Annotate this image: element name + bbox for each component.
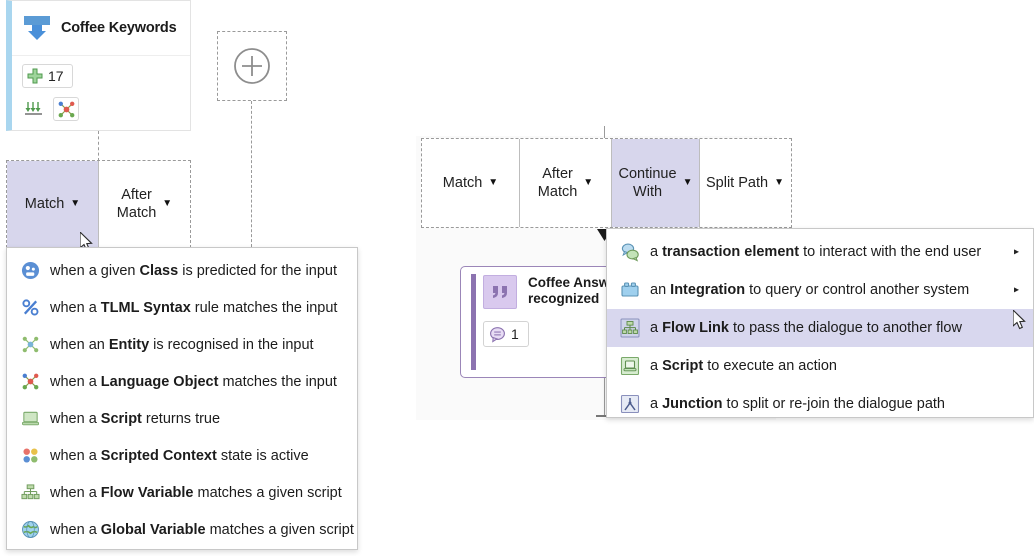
script-icon bbox=[20, 409, 40, 429]
menu-item-text: when a Scripted Context state is active bbox=[50, 447, 309, 464]
language-object-icon[interactable] bbox=[53, 97, 79, 121]
sort-descending-icon[interactable] bbox=[22, 98, 46, 120]
tab-split-path[interactable]: Split Path ▼ bbox=[699, 139, 790, 227]
junction-icon bbox=[620, 394, 640, 414]
speech-bubble-icon bbox=[489, 326, 506, 343]
tab-after-match-right[interactable]: After Match ▼ bbox=[519, 139, 611, 227]
menu-item-integration[interactable]: an Integration to query or control anoth… bbox=[607, 271, 1033, 309]
menu-item-flow-link[interactable]: a Flow Link to pass the dialogue to anot… bbox=[607, 309, 1033, 347]
menu-item-flow-variable[interactable]: when a Flow Variable matches a given scr… bbox=[7, 474, 357, 511]
chevron-down-icon: ▼ bbox=[682, 177, 693, 188]
tab-continue-with[interactable]: Continue With ▼ bbox=[611, 139, 699, 227]
entity-icon bbox=[20, 335, 40, 355]
add-node-button[interactable] bbox=[217, 31, 287, 101]
menu-item-text: a transaction element to interact with t… bbox=[650, 244, 982, 260]
intent-funnel-icon bbox=[22, 14, 52, 42]
chevron-down-icon: ▼ bbox=[488, 177, 499, 188]
menu-item-tlml-syntax[interactable]: when a TLML Syntax rule matches the inpu… bbox=[7, 289, 357, 326]
menu-item-entity[interactable]: when an Entity is recognised in the inpu… bbox=[7, 326, 357, 363]
script-box-icon bbox=[620, 356, 640, 376]
tab-label: Continue With bbox=[618, 165, 677, 200]
menu-item-text: a Junction to split or re-join the dialo… bbox=[650, 396, 945, 412]
chevron-down-icon: ▼ bbox=[162, 198, 173, 209]
left-tab-strip: Match ▼ After Match ▼ bbox=[6, 160, 191, 248]
menu-item-text: when a given Class is predicted for the … bbox=[50, 262, 337, 279]
keyword-count: 17 bbox=[48, 68, 64, 84]
match-condition-menu[interactable]: when a given Class is predicted for the … bbox=[6, 247, 358, 550]
menu-item-text: when a Language Object matches the input bbox=[50, 373, 337, 390]
quote-icon bbox=[483, 275, 517, 309]
tab-match-right[interactable]: Match ▼ bbox=[422, 139, 519, 227]
menu-item-text: when a Script returns true bbox=[50, 410, 221, 427]
tab-label: Match bbox=[24, 195, 65, 212]
connector-addbox-down bbox=[251, 101, 252, 247]
chevron-down-icon: ▼ bbox=[70, 198, 81, 209]
menu-item-transaction-element[interactable]: a transaction element to interact with t… bbox=[607, 233, 1033, 271]
tlml-percent-icon bbox=[20, 298, 40, 318]
chevron-down-icon: ▼ bbox=[583, 177, 594, 188]
connector-end-cap bbox=[596, 415, 613, 417]
flow-node-coffee-keywords[interactable]: Coffee Keywords 17 bbox=[6, 0, 191, 131]
menu-item-text: when a Flow Variable matches a given scr… bbox=[50, 484, 342, 501]
flow-link-icon bbox=[620, 318, 640, 338]
tab-label: After Match bbox=[537, 165, 578, 200]
submenu-arrow-icon: ▸ bbox=[1013, 246, 1019, 258]
chevron-down-icon: ▼ bbox=[774, 177, 784, 188]
node-title: Coffee Keywords bbox=[61, 20, 177, 36]
green-plus-icon bbox=[26, 67, 44, 85]
menu-item-text: when an Entity is recognised in the inpu… bbox=[50, 336, 314, 353]
card-message-count-chip[interactable]: 1 bbox=[483, 321, 529, 347]
flow-variable-icon bbox=[20, 483, 40, 503]
submenu-arrow-icon: ▸ bbox=[1013, 284, 1019, 296]
menu-item-global-variable[interactable]: when a Global Variable matches a given s… bbox=[7, 511, 357, 548]
menu-item-text: a Flow Link to pass the dialogue to anot… bbox=[650, 320, 962, 336]
mouse-cursor-right bbox=[1012, 308, 1027, 331]
tab-label: Split Path bbox=[706, 174, 769, 191]
tab-match-left[interactable]: Match ▼ bbox=[7, 161, 98, 247]
connector-node-to-tabs bbox=[98, 131, 99, 161]
scripted-context-icon bbox=[20, 446, 40, 466]
transaction-element-icon bbox=[620, 242, 640, 262]
menu-item-text: when a TLML Syntax rule matches the inpu… bbox=[50, 299, 338, 316]
menu-item-scripted-context[interactable]: when a Scripted Context state is active bbox=[7, 437, 357, 474]
plus-circle-icon bbox=[232, 46, 272, 86]
class-icon bbox=[20, 261, 40, 281]
card-message-count: 1 bbox=[511, 326, 519, 342]
menu-item-script[interactable]: when a Script returns true bbox=[7, 400, 357, 437]
tab-after-match-left[interactable]: After Match ▼ bbox=[98, 161, 190, 247]
menu-item-text: when a Global Variable matches a given s… bbox=[50, 521, 354, 538]
connector-right-top bbox=[604, 126, 605, 138]
tab-label: After Match bbox=[116, 186, 157, 221]
node-body: 17 bbox=[12, 56, 190, 121]
menu-item-class[interactable]: when a given Class is predicted for the … bbox=[7, 252, 357, 289]
node-header: Coffee Keywords bbox=[12, 1, 190, 56]
card-accent-bar bbox=[471, 274, 476, 370]
continue-with-menu[interactable]: a transaction element to interact with t… bbox=[606, 228, 1034, 418]
integration-icon bbox=[620, 280, 640, 300]
menu-item-text: an Integration to query or control anoth… bbox=[650, 282, 970, 298]
right-tab-strip: Match ▼ After Match ▼ Continue With ▼ Sp… bbox=[421, 138, 792, 228]
language-object-icon bbox=[20, 372, 40, 392]
keyword-count-chip[interactable]: 17 bbox=[22, 64, 73, 88]
menu-item-language-object[interactable]: when a Language Object matches the input bbox=[7, 363, 357, 400]
menu-item-script-action[interactable]: a Script to execute an action bbox=[607, 347, 1033, 385]
connector-card-bottom bbox=[604, 378, 605, 416]
tab-label: Match bbox=[442, 174, 483, 191]
menu-item-text: a Script to execute an action bbox=[650, 358, 838, 374]
global-variable-icon bbox=[20, 520, 40, 540]
menu-item-junction[interactable]: a Junction to split or re-join the dialo… bbox=[607, 385, 1033, 423]
node-tool-row bbox=[22, 97, 190, 121]
